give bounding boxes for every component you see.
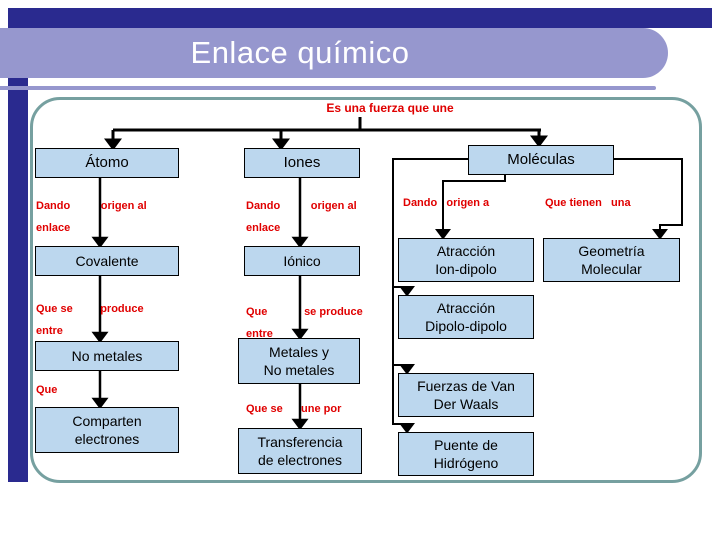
- root-label: Es una fuerza que une: [326, 101, 454, 115]
- node-covalente: Covalente: [35, 246, 179, 276]
- node-iones: Iones: [244, 148, 360, 178]
- node-geometria-molecular: Geometría Molecular: [543, 238, 680, 282]
- top-accent-bar: [8, 8, 712, 28]
- node-atraccion-dipolo-dipolo: Atracción Dipolo-dipolo: [398, 295, 534, 339]
- node-ionico: Iónico: [244, 246, 360, 276]
- node-moleculas: Moléculas: [468, 145, 614, 175]
- node-van-der-waals: Fuerzas de Van Der Waals: [398, 373, 534, 417]
- node-puente-hidrogeno: Puente de Hidrógeno: [398, 432, 534, 476]
- edge-label-iones-produce: Que se produce entre: [246, 306, 363, 340]
- slide-title: Enlace químico: [190, 35, 410, 70]
- node-metales-y-no-metales: Metales y No metales: [238, 338, 360, 384]
- node-no-metales: No metales: [35, 341, 179, 371]
- edge-label-atomo-produce: Que se produce entre: [36, 303, 144, 337]
- node-atomo: Átomo: [35, 148, 179, 178]
- edge-label-atomo-que: Que: [36, 384, 58, 396]
- edge-label-moleculas-tienen: Que tienen una: [545, 197, 631, 209]
- node-transferencia-electrones: Transferencia de electrones: [238, 428, 362, 474]
- edge-label-moleculas-origen: Dando origen a: [403, 197, 490, 209]
- left-accent-bar: [8, 8, 28, 482]
- title-bar: Enlace químico: [0, 28, 668, 78]
- node-comparten-electrones: Comparten electrones: [35, 407, 179, 453]
- diagram-frame: [30, 97, 702, 483]
- edge-label-atomo-origen: Dando origen al enlace: [36, 200, 147, 234]
- node-atraccion-ion-dipolo: Atracción Ion-dipolo: [398, 238, 534, 282]
- edge-label-iones-origen: Dando origen al enlace: [246, 200, 357, 234]
- title-underline: [0, 86, 656, 90]
- edge-label-iones-une: Que se une por: [246, 403, 342, 415]
